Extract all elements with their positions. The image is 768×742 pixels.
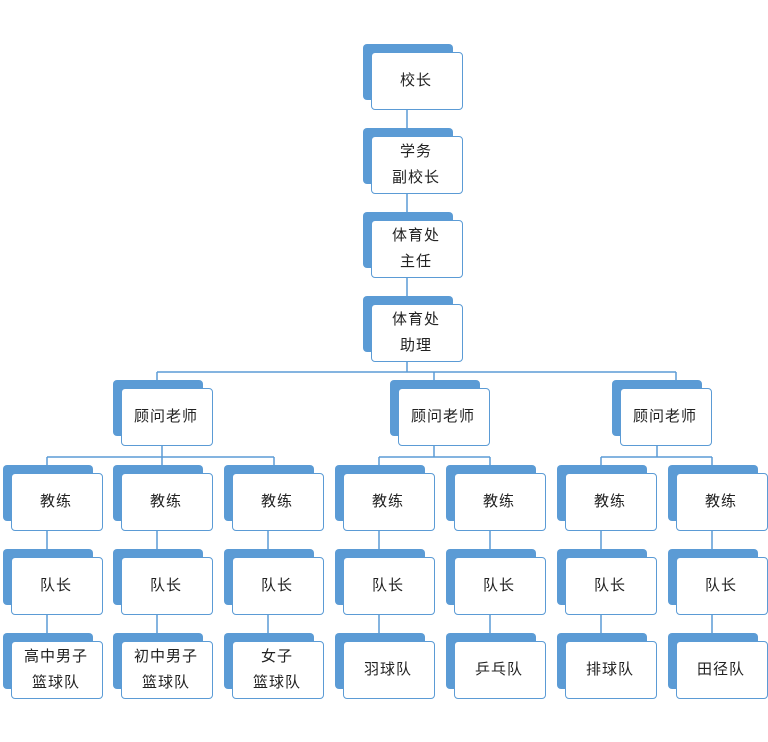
- node-coach: 教练: [113, 465, 213, 531]
- node-captain: 队长: [557, 549, 657, 615]
- node-label: 体育处: [391, 310, 440, 328]
- node-label: 学务: [399, 142, 432, 160]
- node-label: 乒乓队: [474, 660, 523, 678]
- node-team-volleyball: 排球队: [557, 633, 657, 699]
- node-label: 队长: [704, 576, 737, 594]
- node-label: 教练: [260, 492, 293, 510]
- node-captain: 队长: [113, 549, 213, 615]
- node-label: 教练: [149, 492, 182, 510]
- node-label: 顾问老师: [632, 407, 697, 425]
- node-label: 教练: [482, 492, 515, 510]
- node-label: 队长: [39, 576, 72, 594]
- node-pe-director: 体育处 主任: [363, 212, 463, 278]
- node-label: 篮球队: [141, 673, 190, 691]
- node-label: 队长: [482, 576, 515, 594]
- node-label: 教练: [704, 492, 737, 510]
- node-label: 篮球队: [252, 673, 301, 691]
- node-label: 队长: [149, 576, 182, 594]
- node-captain: 队长: [668, 549, 768, 615]
- node-team-badminton: 羽球队: [335, 633, 435, 699]
- node-label: 教练: [593, 492, 626, 510]
- node-label: 田径队: [696, 660, 745, 678]
- node-team-girls-basketball: 女子 篮球队: [224, 633, 324, 699]
- node-label: 初中男子: [133, 647, 198, 665]
- node-label: 助理: [399, 336, 432, 354]
- node-label: 校长: [399, 71, 432, 89]
- node-coach: 教练: [335, 465, 435, 531]
- node-advisor: 顾问老师: [390, 380, 490, 446]
- node-label: 顾问老师: [410, 407, 475, 425]
- node-pe-assistant: 体育处 助理: [363, 296, 463, 362]
- node-label: 体育处: [391, 226, 440, 244]
- node-label: 队长: [371, 576, 404, 594]
- node-label: 羽球队: [363, 660, 412, 678]
- node-label: 女子: [260, 647, 293, 665]
- node-label: 教练: [39, 492, 72, 510]
- node-label: 顾问老师: [133, 407, 198, 425]
- node-label: 主任: [399, 252, 432, 270]
- node-captain: 队长: [446, 549, 546, 615]
- node-advisor: 顾问老师: [113, 380, 213, 446]
- node-team-high-school-boys-basketball: 高中男子 篮球队: [3, 633, 103, 699]
- node-coach: 教练: [557, 465, 657, 531]
- node-label: 队长: [593, 576, 626, 594]
- node-coach: 教练: [446, 465, 546, 531]
- node-captain: 队长: [335, 549, 435, 615]
- node-captain: 队长: [3, 549, 103, 615]
- node-academic-vice-principal: 学务 副校长: [363, 128, 463, 194]
- node-label: 排球队: [585, 660, 634, 678]
- node-coach: 教练: [3, 465, 103, 531]
- node-team-table-tennis: 乒乓队: [446, 633, 546, 699]
- node-coach: 教练: [224, 465, 324, 531]
- node-principal: 校长: [363, 44, 463, 110]
- node-team-track-and-field: 田径队: [668, 633, 768, 699]
- node-coach: 教练: [668, 465, 768, 531]
- node-captain: 队长: [224, 549, 324, 615]
- node-label: 篮球队: [31, 673, 80, 691]
- node-label: 队长: [260, 576, 293, 594]
- node-label: 教练: [371, 492, 404, 510]
- node-advisor: 顾问老师: [612, 380, 712, 446]
- node-team-middle-school-boys-basketball: 初中男子 篮球队: [113, 633, 213, 699]
- node-label: 高中男子: [23, 647, 88, 665]
- node-label: 副校长: [391, 168, 440, 186]
